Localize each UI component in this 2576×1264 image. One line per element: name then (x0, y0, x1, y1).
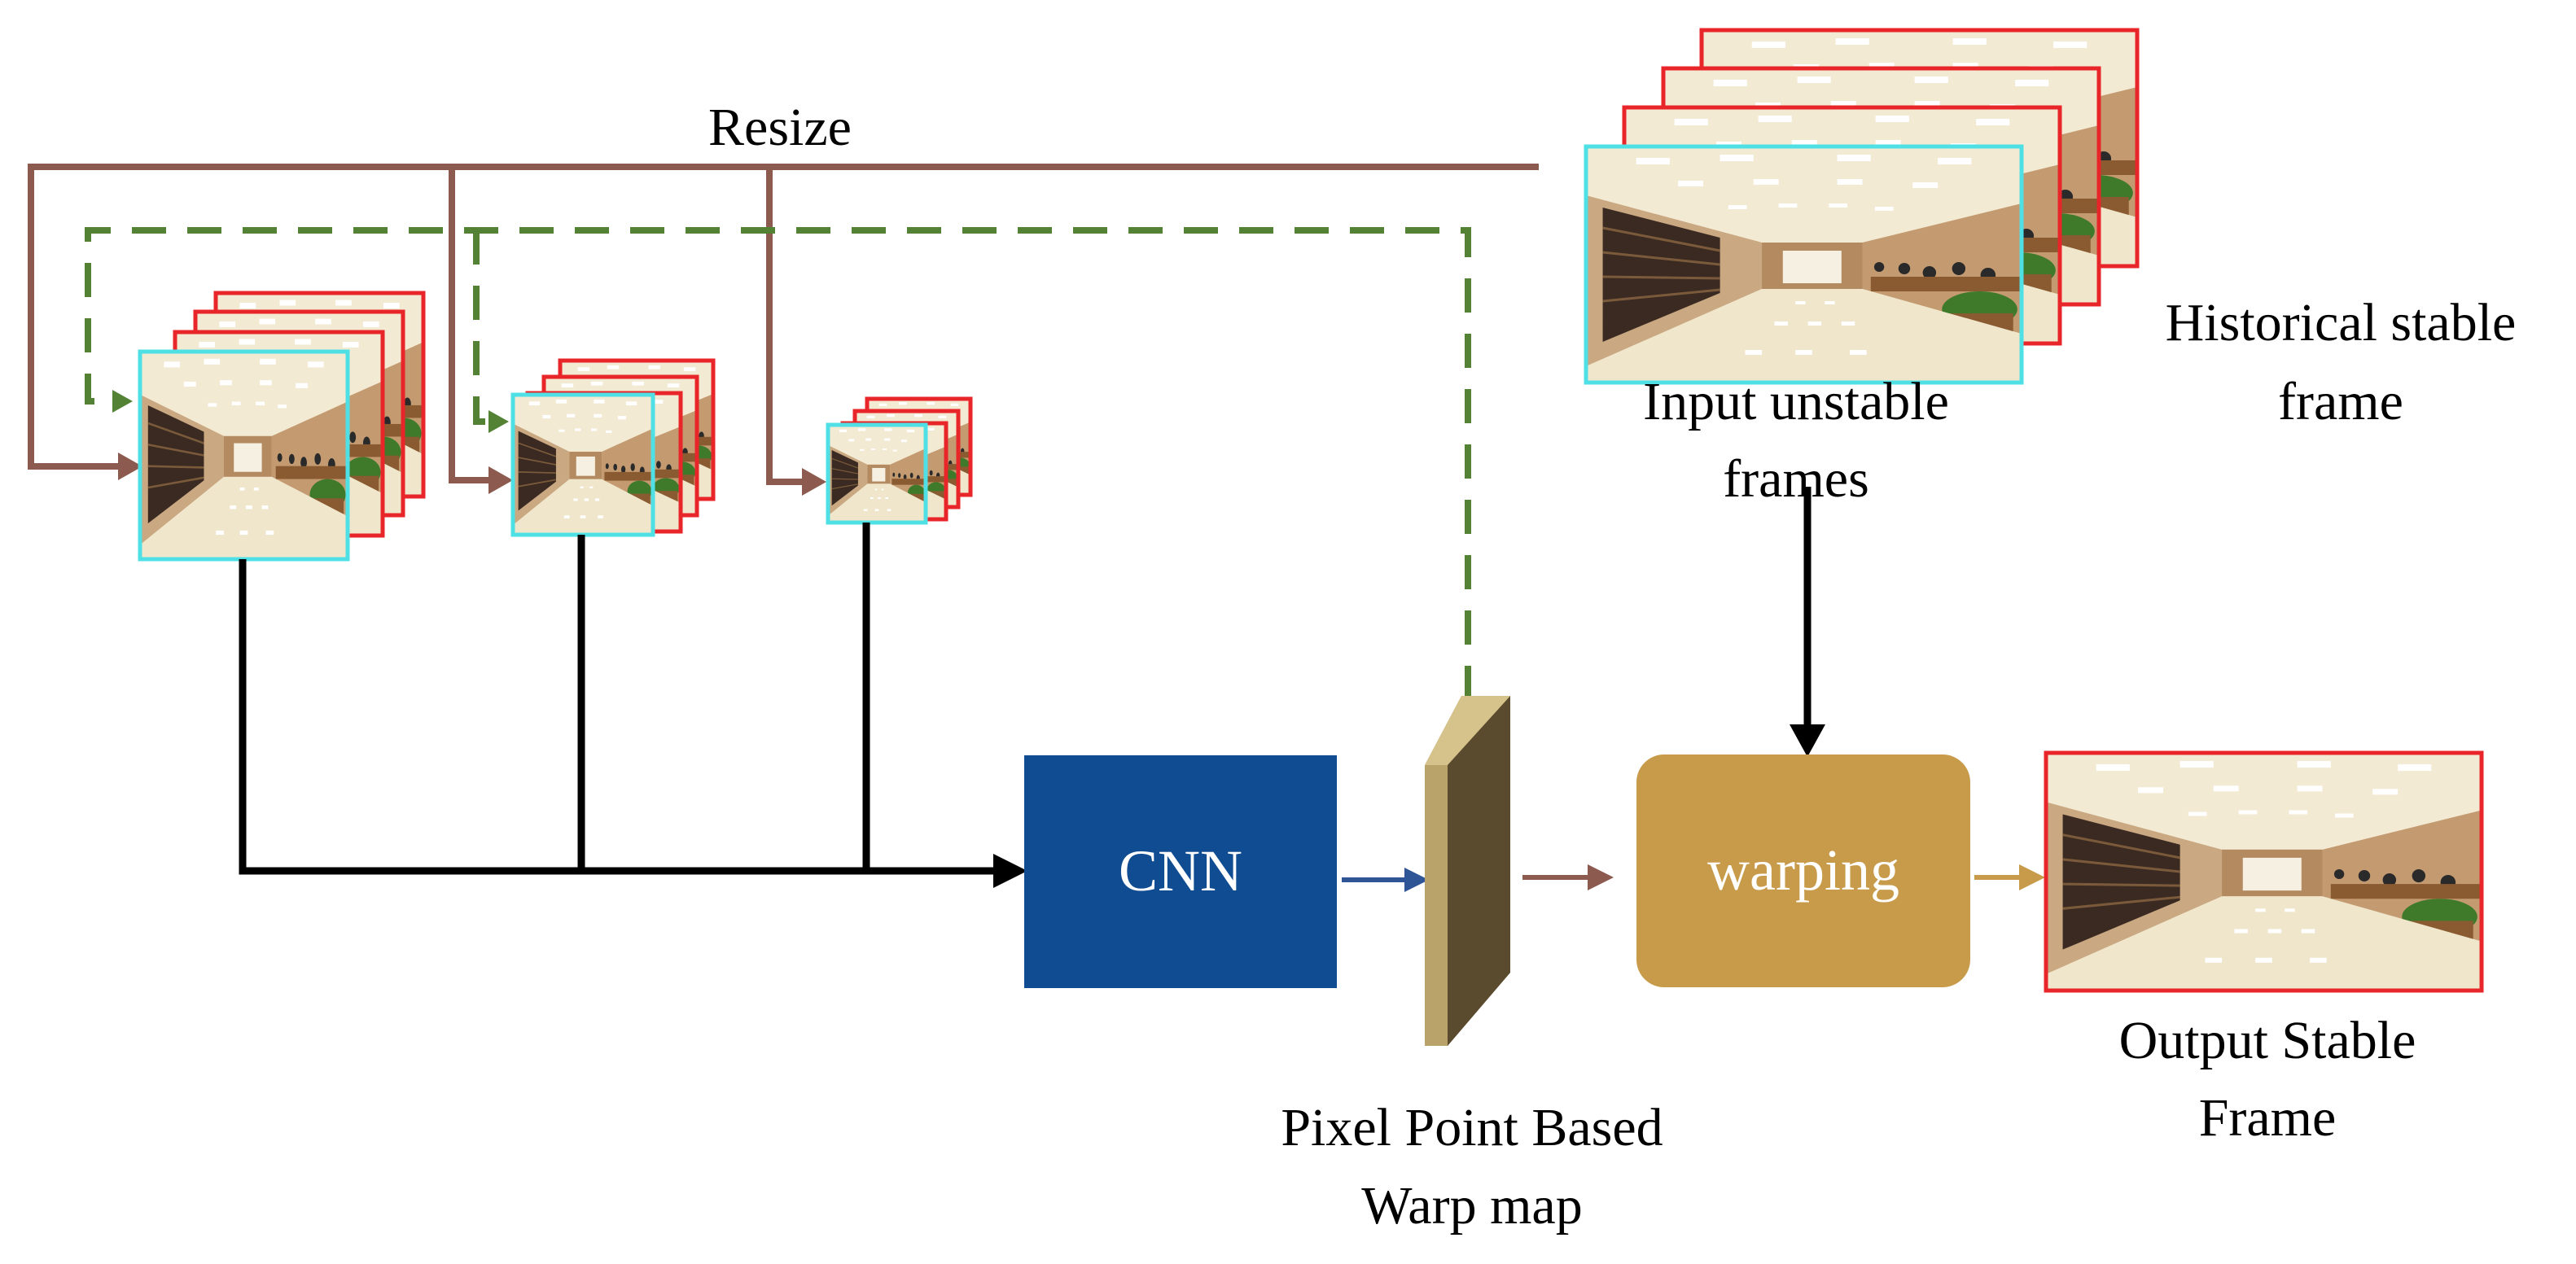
resize-lines (28, 164, 1539, 485)
input-to-warping-arrowhead (1790, 724, 1825, 757)
resize-arrowheads (118, 453, 826, 496)
resize-label: Resize (708, 98, 852, 157)
warping-block: warping (1636, 754, 1970, 987)
scales-to-cnn-lines (239, 523, 993, 875)
output-label-line1: Output Stable (2119, 1011, 2416, 1070)
historical-label-line1: Historical stable (2166, 293, 2517, 352)
output-label-line2: Frame (2199, 1088, 2337, 1148)
scale3-stack (826, 396, 973, 525)
input-frames-stack (1584, 28, 2140, 385)
warping-to-output-arrowhead (2019, 864, 2045, 890)
warp-map-feedback-lines (85, 227, 1471, 700)
input-unstable-frame (1584, 144, 2024, 385)
cnn-label: CNN (1119, 838, 1242, 903)
cnn-input-arrowhead (993, 854, 1027, 888)
warp-map-label-line2: Warp map (1361, 1176, 1582, 1236)
cnn-to-map-arrowhead (1404, 868, 1429, 892)
warp-map (1425, 696, 1510, 1046)
map-to-warping-arrowhead (1588, 864, 1614, 890)
output-stable-frame (2044, 750, 2484, 993)
cnn-block: CNN (1024, 755, 1337, 988)
feedback-arrowheads (112, 390, 509, 433)
historical-label-line2: frame (2278, 372, 2403, 431)
scale2-stack (510, 358, 716, 537)
scale1-stack (138, 291, 426, 562)
input-unstable-label-line1: Input unstable (1643, 372, 1949, 431)
warping-label: warping (1707, 838, 1899, 903)
input-unstable-label-line2: frames (1723, 449, 1869, 509)
warp-map-label-line1: Pixel Point Based (1281, 1098, 1663, 1157)
